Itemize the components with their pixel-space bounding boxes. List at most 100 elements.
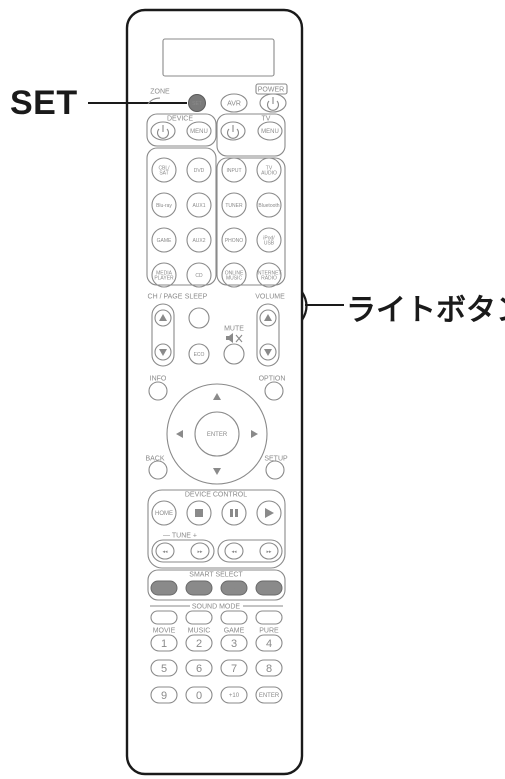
source-button-7[interactable] bbox=[221, 192, 247, 218]
source-button-14[interactable] bbox=[186, 262, 212, 288]
ch-page-rocker[interactable] bbox=[151, 303, 175, 367]
tune-up-button[interactable] bbox=[190, 542, 210, 560]
number-button-plus10[interactable] bbox=[220, 686, 248, 704]
source-button-15[interactable] bbox=[221, 262, 247, 288]
home-button[interactable] bbox=[151, 500, 177, 526]
cursor-up-icon bbox=[213, 393, 221, 400]
number-button-5[interactable] bbox=[150, 659, 178, 677]
volume-down-arrow-icon bbox=[264, 349, 272, 356]
sound-mode-button-1[interactable] bbox=[150, 610, 178, 625]
smart-select-group bbox=[147, 569, 286, 601]
remote-body bbox=[125, 8, 304, 776]
mute-x-icon bbox=[235, 334, 243, 343]
source-button-4[interactable] bbox=[256, 157, 282, 183]
power-button[interactable] bbox=[259, 93, 287, 113]
ch-down-button[interactable] bbox=[154, 343, 172, 361]
source-button-16[interactable] bbox=[256, 262, 282, 288]
number-button-2[interactable] bbox=[185, 634, 213, 652]
number-button-0[interactable] bbox=[185, 686, 213, 704]
source-button-2[interactable] bbox=[186, 157, 212, 183]
play-button[interactable] bbox=[256, 500, 282, 526]
setup-button[interactable] bbox=[265, 460, 285, 480]
device-power-button[interactable] bbox=[150, 121, 176, 141]
volume-down-button[interactable] bbox=[259, 343, 277, 361]
info-button[interactable] bbox=[148, 381, 168, 401]
power-icon bbox=[266, 100, 280, 111]
set-key[interactable] bbox=[188, 94, 206, 112]
device-control-group bbox=[147, 489, 286, 569]
ch-up-button[interactable] bbox=[154, 309, 172, 327]
source-button-3[interactable] bbox=[221, 157, 247, 183]
option-button[interactable] bbox=[264, 381, 284, 401]
info-label: INFO bbox=[150, 375, 167, 382]
source-button-12[interactable] bbox=[256, 227, 282, 253]
setup-label: SETUP bbox=[264, 455, 288, 462]
set-key-label: SET bbox=[192, 101, 202, 107]
pause-icon bbox=[230, 509, 233, 517]
volume-up-button[interactable] bbox=[259, 309, 277, 327]
zone-label: ZONE bbox=[150, 88, 170, 95]
source-button-10[interactable] bbox=[186, 227, 212, 253]
source-group-left bbox=[146, 147, 217, 286]
smart-select-1-button[interactable] bbox=[150, 580, 178, 596]
light-button[interactable] bbox=[301, 291, 308, 321]
source-button-9[interactable] bbox=[151, 227, 177, 253]
play-icon bbox=[265, 508, 274, 518]
volume-label: VOLUME bbox=[255, 293, 285, 300]
sound-mode-button-4[interactable] bbox=[255, 610, 283, 625]
skip-back-button[interactable] bbox=[224, 542, 244, 560]
source-button-11[interactable] bbox=[221, 227, 247, 253]
smart-select-label: SMART SELECT bbox=[189, 571, 243, 578]
number-label-9: 9 bbox=[161, 690, 167, 702]
volume-rocker[interactable] bbox=[256, 303, 280, 367]
tv-label: TV bbox=[262, 115, 271, 122]
skip-forward-button-label: ▸▸ bbox=[266, 549, 272, 555]
tv-power-button[interactable] bbox=[220, 121, 246, 141]
tune-down-button[interactable] bbox=[155, 542, 175, 560]
number-button-9[interactable] bbox=[150, 686, 178, 704]
smart-select-2-button[interactable] bbox=[185, 580, 213, 596]
skip-back-button-label: ◂◂ bbox=[231, 549, 237, 555]
eco-button[interactable] bbox=[188, 343, 210, 365]
source-button-1[interactable] bbox=[151, 157, 177, 183]
source-button-9-label: GAME bbox=[157, 238, 172, 244]
tv-menu-button[interactable] bbox=[257, 121, 283, 141]
sleep-button[interactable] bbox=[188, 307, 210, 329]
source-button-6[interactable] bbox=[186, 192, 212, 218]
cursor-pad[interactable] bbox=[166, 383, 268, 485]
source-button-5[interactable] bbox=[151, 192, 177, 218]
stop-button[interactable] bbox=[186, 500, 212, 526]
number-button-7[interactable] bbox=[220, 659, 248, 677]
number-button-1[interactable] bbox=[150, 634, 178, 652]
source-button-13[interactable] bbox=[151, 262, 177, 288]
number-button-3[interactable] bbox=[220, 634, 248, 652]
source-button-8[interactable] bbox=[256, 192, 282, 218]
skip-forward-button[interactable] bbox=[259, 542, 279, 560]
avr-button[interactable] bbox=[220, 93, 248, 113]
sound-mode-game-label: GAME bbox=[224, 627, 245, 634]
volume-up-arrow-icon bbox=[264, 314, 272, 321]
number-label-8: 8 bbox=[266, 663, 272, 675]
device-menu-button[interactable] bbox=[186, 121, 212, 141]
tv-power-icon bbox=[226, 128, 240, 139]
mute-button[interactable] bbox=[223, 343, 245, 365]
sound-mode-button-2[interactable] bbox=[185, 610, 213, 625]
number-label-2: 2 bbox=[196, 638, 202, 650]
pause-button[interactable] bbox=[221, 500, 247, 526]
back-button[interactable] bbox=[148, 460, 168, 480]
number-label-7: 7 bbox=[231, 663, 237, 675]
number-button-4[interactable] bbox=[255, 634, 283, 652]
number-button-6[interactable] bbox=[185, 659, 213, 677]
number-button-enter[interactable] bbox=[255, 686, 283, 704]
smart-select-4-button[interactable] bbox=[255, 580, 283, 596]
sound-mode-button-3[interactable] bbox=[220, 610, 248, 625]
number-label-4: 4 bbox=[266, 638, 272, 650]
number-label-3: 3 bbox=[231, 638, 237, 650]
number-button-8[interactable] bbox=[255, 659, 283, 677]
enter-button[interactable] bbox=[194, 411, 240, 457]
display-window bbox=[162, 38, 275, 77]
source-button-7-label: TUNER bbox=[225, 203, 243, 209]
smart-select-3-button[interactable] bbox=[220, 580, 248, 596]
eco-button-label: ECO bbox=[194, 352, 205, 358]
